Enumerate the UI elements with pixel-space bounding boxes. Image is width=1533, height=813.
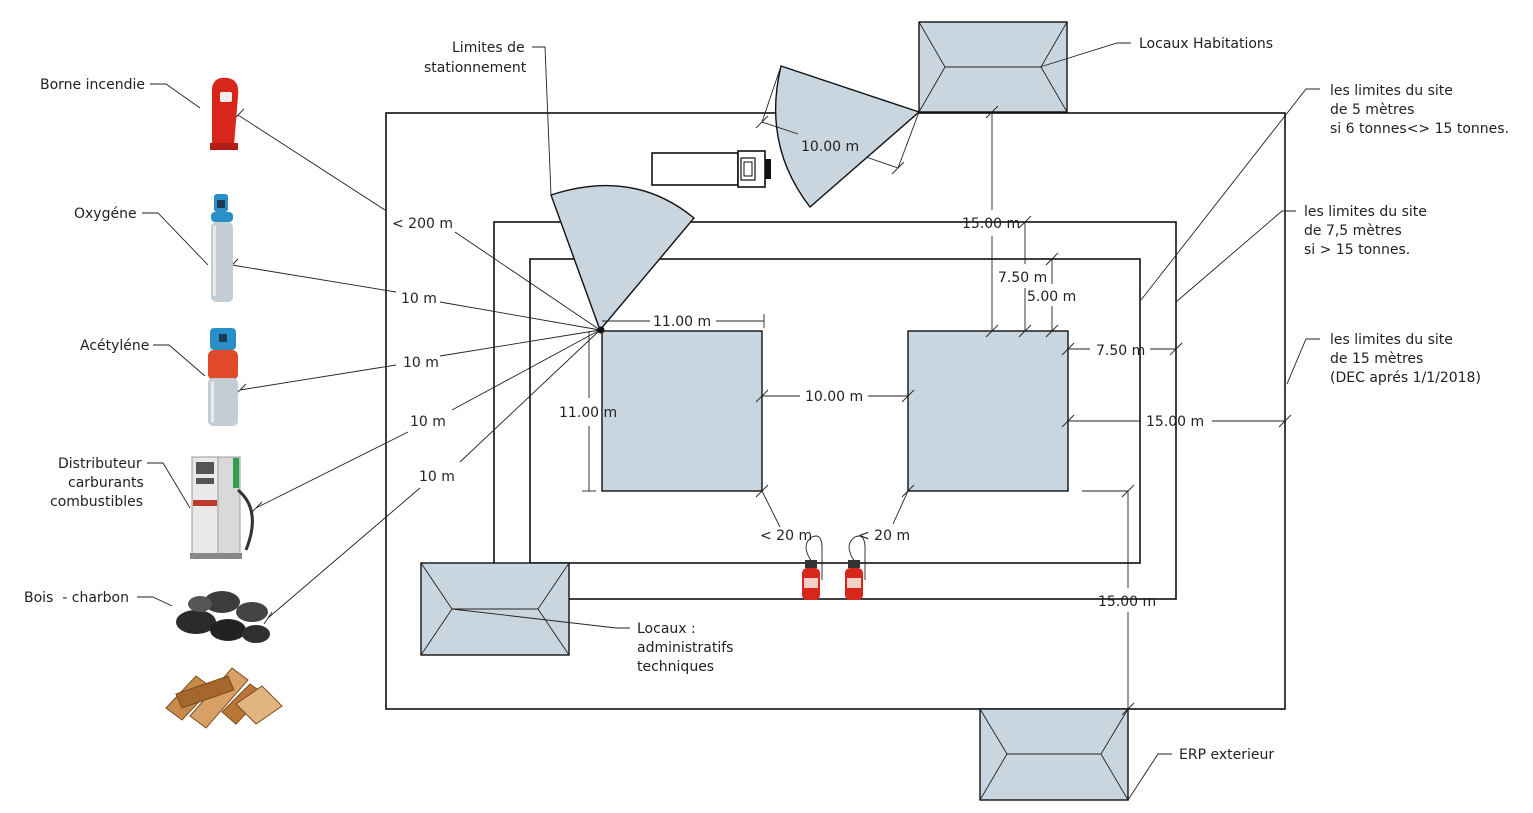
dim-7-5m-right-label: 7.50 m [1096,343,1145,359]
legend-distributeur-line3: combustibles [50,494,143,510]
callout-admin-line2: administratifs [637,640,733,656]
parking-sector-left [550,184,695,332]
legend-acetylene-label: Acétyléne [80,338,149,354]
legend-distributeur-line2: carburants [68,475,144,491]
callout-leaders [137,42,1320,801]
fire-hydrant-icon [210,77,239,150]
callout-limit-7-5m-line2: de 7,5 mètres [1304,223,1402,239]
legend-distributeur-line1: Distributeur [58,456,142,472]
callout-limit-5m-line1: les limites du site [1330,83,1453,99]
dim-10m-oxygen-label: 10 m [401,291,437,307]
legend-borne-label: Borne incendie [40,77,145,93]
legend-oxygene-label: Oxygéne [74,206,137,222]
storage-area-left [601,330,763,492]
building-erp [979,708,1129,801]
callout-limit-15m-line1: les limites du site [1330,332,1453,348]
callout-habitations-label: Locaux Habitations [1139,36,1273,52]
dim-15m-bottom-label: 15.00 m [1098,594,1156,610]
site-limit-5m [529,258,1141,564]
callout-limit-7-5m-line3: si > 15 tonnes. [1304,242,1410,258]
truck-icon [651,150,771,188]
dim-10m-acetylene-label: 10 m [403,355,439,371]
fire-extinguisher-icon [802,535,823,600]
callout-limit-15m-line2: de 15 mètres [1330,351,1423,367]
dim-11m-vertical-label: 11.00 m [559,405,617,421]
dim-10m-distributeur-label: 10 m [410,414,446,430]
fuel-dispenser-icon [190,456,254,559]
parking-sector-top [774,65,921,209]
site-limit-7-5m [493,221,1177,600]
dim-15m-top-label: 15.00 m [962,216,1020,232]
dim-5m-top-label: 5.00 m [1027,289,1076,305]
fire-extinguisher-icon [845,535,866,600]
callout-stationnement-line2: stationnement [424,60,527,76]
acetylene-cylinder-icon [208,328,238,426]
callout-limit-15m-line3: (DEC aprés 1/1/2018) [1330,370,1481,386]
dim-20m-right-label: < 20 m [858,528,910,544]
oxygen-cylinder-icon [211,194,233,302]
callout-limit-7-5m-line1: les limites du site [1304,204,1427,220]
dim-11m-horizontal-label: 11.00 m [653,314,711,330]
callout-erp-label: ERP exterieur [1179,747,1274,763]
callout-limit-5m-line3: si 6 tonnes<> 15 tonnes. [1330,121,1509,137]
dim-20m-left-label: < 20 m [760,528,812,544]
dim-200m-label: < 200 m [392,216,453,232]
callout-admin-line1: Locaux : [637,621,696,637]
charcoal-icon [176,591,270,643]
dim-7-5m-top-label: 7.50 m [998,270,1047,286]
callout-stationnement-line1: Limites de [452,40,525,56]
firewood-icon [165,667,283,729]
building-habitations [918,21,1068,113]
dimension-lines [582,65,1292,716]
building-administratifs [420,562,570,656]
dim-10m-arc-label: 10.00 m [801,139,859,155]
callout-limit-5m-line2: de 5 mètres [1330,102,1414,118]
storage-area-right [907,330,1069,492]
callout-admin-line3: techniques [637,659,714,675]
dim-10m-bois-label: 10 m [419,469,455,485]
legend-bois-label: Bois - charbon [24,590,129,606]
dim-15m-right-label: 15.00 m [1146,414,1204,430]
dim-10m-between-label: 10.00 m [805,389,863,405]
